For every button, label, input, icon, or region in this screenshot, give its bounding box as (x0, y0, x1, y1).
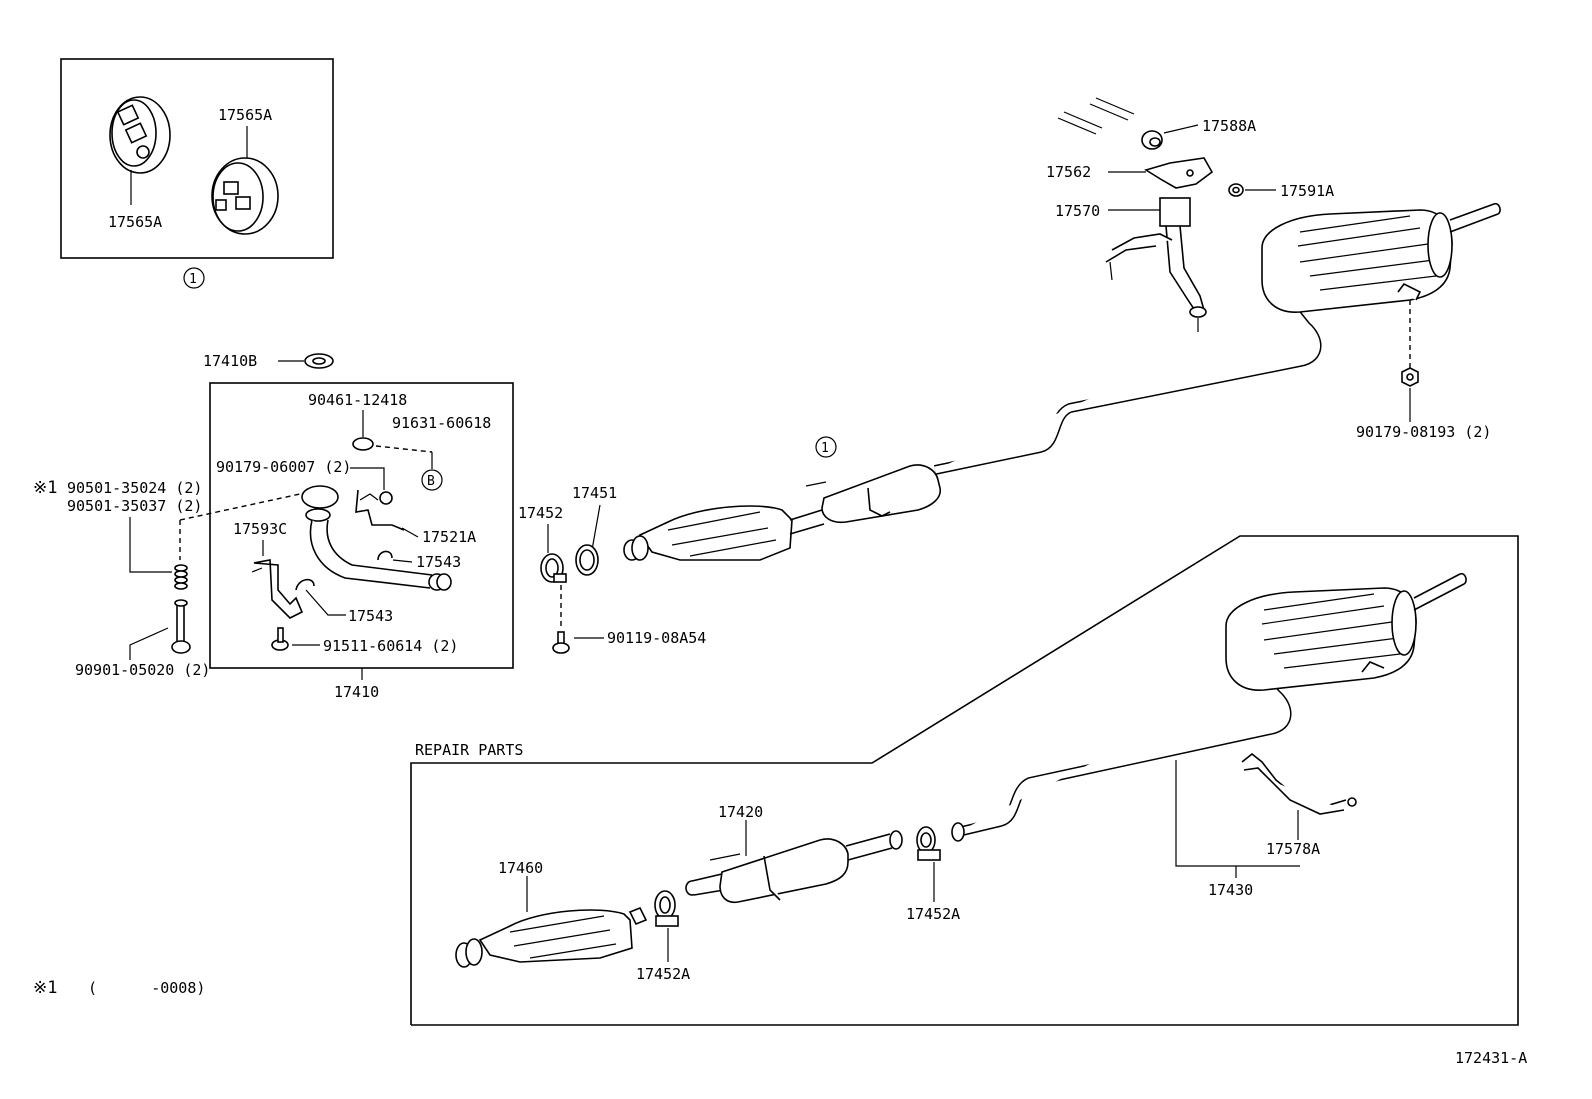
main-exhaust-pipe (623, 202, 1501, 561)
label-90501-35024: 90501-35024 (2) (67, 479, 202, 497)
label-17452: 17452 (518, 504, 563, 522)
clamp-90461 (352, 437, 374, 451)
label-17562: 17562 (1046, 163, 1091, 181)
hanger-rubber-b (211, 157, 279, 235)
nut-90179-06007 (379, 491, 393, 505)
bracket-17521A (355, 489, 405, 531)
clamp-17452A-right (916, 826, 941, 861)
bracket-line-17430 (1175, 760, 1300, 867)
label-17591A: 17591A (1280, 182, 1334, 200)
label-90461-12418: 90461-12418 (308, 391, 407, 409)
clamp-17452 (540, 553, 567, 583)
nut-90179-08193 (1401, 367, 1419, 387)
label-17420: 17420 (718, 803, 763, 821)
hanger-inset-box (60, 58, 334, 259)
clamp-17452A-left (654, 890, 679, 927)
label-17565A-upper: 17565A (218, 106, 272, 124)
label-90501-35037: 90501-35037 (2) (67, 497, 202, 515)
bolt-91511 (271, 627, 289, 651)
label-repair-parts: REPAIR PARTS (415, 741, 523, 759)
gasket-17451 (575, 544, 599, 576)
label-90179-06007: 90179-06007 (2) (216, 458, 351, 476)
label-17410B: 17410B (203, 352, 257, 370)
ref-circle-1-inset-label: 1 (189, 272, 197, 287)
footnote-mark: ※1 (33, 978, 57, 998)
spring-90501 (174, 564, 188, 590)
label-note-mark: ※1 (33, 478, 57, 498)
label-17521A: 17521A (422, 528, 476, 546)
label-17451: 17451 (572, 484, 617, 502)
label-17452A-left: 17452A (636, 965, 690, 983)
label-17565A-lower: 17565A (108, 213, 162, 231)
label-90179-08193: 90179-08193 (2) (1356, 423, 1491, 441)
bolt-90901 (171, 599, 191, 654)
cat-converter-17460 (455, 906, 648, 968)
tailpipe-muffler-17430 (951, 572, 1467, 842)
label-90119-08A54: 90119-08A54 (607, 629, 706, 647)
label-17578A: 17578A (1266, 840, 1320, 858)
label-17593C: 17593C (233, 520, 287, 538)
ref-circle-1-inset (183, 267, 205, 289)
hanger-17578A (1241, 752, 1357, 815)
hanger-bracket-17570 (1105, 197, 1207, 332)
washer-17591A (1228, 183, 1244, 197)
repair-parts-frame (410, 535, 1519, 1026)
ref-circle-B (421, 469, 443, 491)
cushion-17588A (1141, 130, 1163, 150)
footnote-text: ( -0008) (88, 979, 205, 997)
label-91511-60614: 91511-60614 (2) (323, 637, 458, 655)
label-17410: 17410 (334, 683, 379, 701)
label-17460: 17460 (498, 859, 543, 877)
label-90901-05020: 90901-05020 (2) (75, 661, 210, 679)
ref-circle-1-main (815, 436, 837, 458)
label-17588A: 17588A (1202, 117, 1256, 135)
bolt-90119 (552, 631, 570, 654)
bracket-17562 (1144, 157, 1214, 189)
label-17570: 17570 (1055, 202, 1100, 220)
label-17543-upper: 17543 (416, 553, 461, 571)
label-91631-60618: 91631-60618 (392, 414, 491, 432)
hanger-rubber-a (109, 96, 171, 174)
ref-circle-1-main-label: 1 (821, 441, 829, 456)
figure-id: 172431-A (1455, 1049, 1527, 1067)
clip-17543-upper (377, 550, 393, 561)
clip-17543-lower (295, 578, 315, 591)
label-17452A-right: 17452A (906, 905, 960, 923)
label-17430: 17430 (1208, 881, 1253, 899)
ref-circle-B-label: B (427, 474, 435, 489)
center-pipe-17420 (685, 830, 903, 904)
body-frame-lines (1057, 97, 1135, 135)
label-17543-lower: 17543 (348, 607, 393, 625)
heat-insulator-17593C (251, 559, 304, 619)
